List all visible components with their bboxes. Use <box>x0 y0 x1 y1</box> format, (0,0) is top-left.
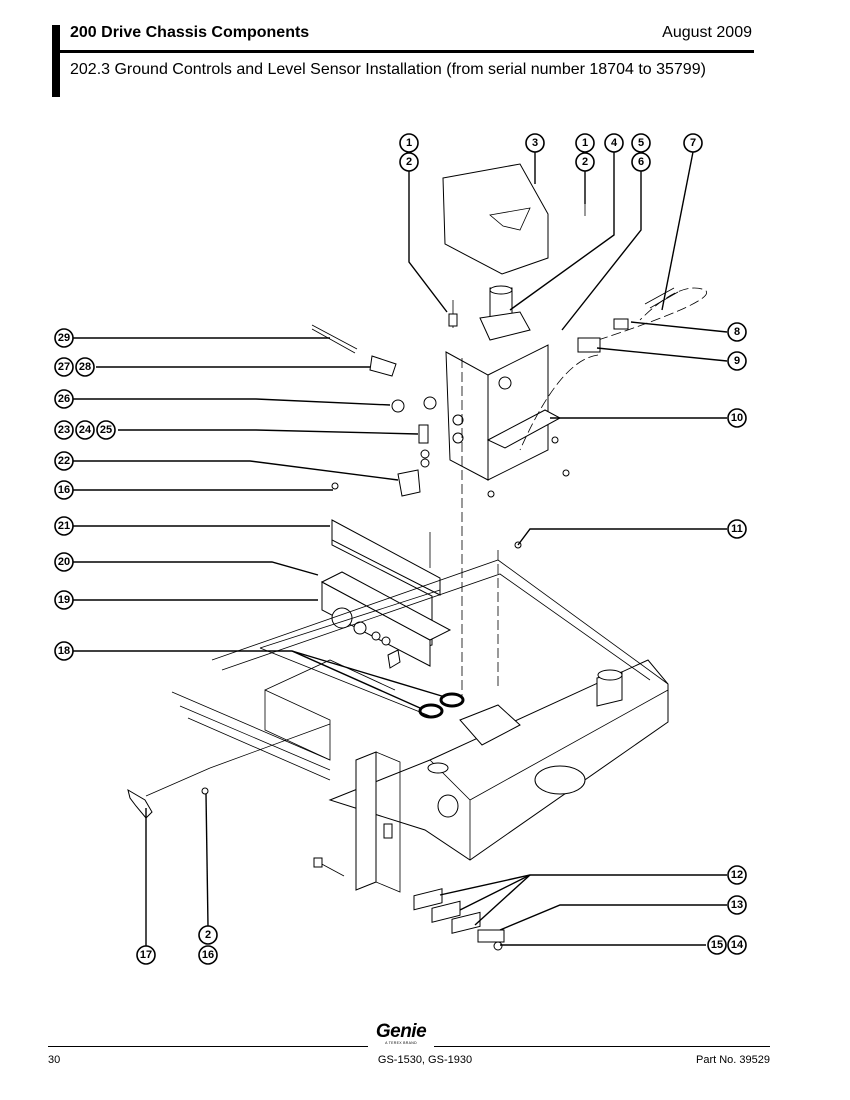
svg-text:27: 27 <box>58 361 70 373</box>
svg-text:2: 2 <box>582 156 588 168</box>
callout-26: 26 <box>54 389 74 409</box>
svg-text:25: 25 <box>100 424 112 436</box>
svg-text:24: 24 <box>79 424 92 436</box>
callout-16: 16 <box>54 480 74 500</box>
genie-logo: Genie A TEREX BRAND <box>373 1021 429 1046</box>
svg-text:21: 21 <box>58 520 70 532</box>
header-rule <box>60 50 754 53</box>
callout-12: 12 <box>727 865 747 885</box>
callout-22: 22 <box>54 451 74 471</box>
drawing <box>127 163 707 951</box>
svg-text:9: 9 <box>734 355 740 367</box>
svg-text:19: 19 <box>58 594 70 606</box>
footer-rule-left <box>48 1046 368 1047</box>
svg-text:2: 2 <box>406 156 412 168</box>
svg-text:10: 10 <box>731 412 743 424</box>
callout-24: 24 <box>75 420 95 440</box>
callout-6: 6 <box>631 152 651 172</box>
svg-text:17: 17 <box>140 949 152 961</box>
callout-2: 2 <box>198 925 218 945</box>
part-number: Part No. 39529 <box>696 1054 770 1066</box>
callout-1: 1 <box>399 133 419 153</box>
callout-21: 21 <box>54 516 74 536</box>
svg-text:18: 18 <box>58 645 70 657</box>
header-accent-bar <box>52 25 60 97</box>
svg-text:3: 3 <box>532 137 538 149</box>
logo-tagline: A TEREX BRAND <box>385 1041 417 1045</box>
subsection-title: 202.3 Ground Controls and Level Sensor I… <box>70 61 706 78</box>
svg-text:20: 20 <box>58 556 70 568</box>
svg-text:22: 22 <box>58 455 70 467</box>
callout-4: 4 <box>604 133 624 153</box>
callout-5: 5 <box>631 133 651 153</box>
callout-18: 18 <box>54 641 74 661</box>
svg-text:16: 16 <box>58 484 70 496</box>
svg-text:11: 11 <box>731 523 743 535</box>
callout-2: 2 <box>399 152 419 172</box>
svg-text:1: 1 <box>582 137 588 149</box>
svg-text:5: 5 <box>638 137 644 149</box>
leader-lines <box>73 151 728 946</box>
footer-rule-right <box>434 1046 770 1047</box>
logo-wordmark: Genie <box>375 1021 427 1042</box>
callout-8: 8 <box>727 322 747 342</box>
callout-17: 17 <box>136 945 156 965</box>
svg-text:7: 7 <box>690 137 696 149</box>
callout-25: 25 <box>96 420 116 440</box>
callout-28: 28 <box>75 357 95 377</box>
callout-15: 15 <box>707 935 727 955</box>
callout-14: 14 <box>727 935 747 955</box>
callout-27: 27 <box>54 357 74 377</box>
svg-text:14: 14 <box>731 939 744 951</box>
callout-11: 11 <box>727 519 747 539</box>
callout-3: 3 <box>525 133 545 153</box>
svg-text:4: 4 <box>611 137 618 149</box>
callout-29: 29 <box>54 328 74 348</box>
svg-text:23: 23 <box>58 424 70 436</box>
callout-9: 9 <box>727 351 747 371</box>
svg-text:6: 6 <box>638 156 644 168</box>
svg-text:15: 15 <box>711 939 723 951</box>
callout-2: 2 <box>575 152 595 172</box>
svg-text:29: 29 <box>58 332 70 344</box>
svg-text:28: 28 <box>79 361 91 373</box>
svg-text:13: 13 <box>731 899 743 911</box>
model-numbers: GS-1530, GS-1930 <box>377 1054 473 1066</box>
svg-text:1: 1 <box>406 137 412 149</box>
section-title: 200 Drive Chassis Components <box>70 24 310 41</box>
callout-balloons: 1 2 3 1 2 4 5 6 7 8 9 10 11 12 13 15 14 … <box>54 133 747 965</box>
svg-text:8: 8 <box>734 326 740 338</box>
callout-13: 13 <box>727 895 747 915</box>
callout-1: 1 <box>575 133 595 153</box>
callout-19: 19 <box>54 590 74 610</box>
callout-10: 10 <box>727 408 747 428</box>
svg-text:16: 16 <box>202 949 214 961</box>
callout-16: 16 <box>198 945 218 965</box>
svg-text:12: 12 <box>731 869 743 881</box>
callout-23: 23 <box>54 420 74 440</box>
svg-text:2: 2 <box>205 929 211 941</box>
svg-text:26: 26 <box>58 393 70 405</box>
page-number: 30 <box>48 1054 61 1066</box>
callout-20: 20 <box>54 552 74 572</box>
document-date: August 2009 <box>662 24 752 41</box>
callout-7: 7 <box>683 133 703 153</box>
